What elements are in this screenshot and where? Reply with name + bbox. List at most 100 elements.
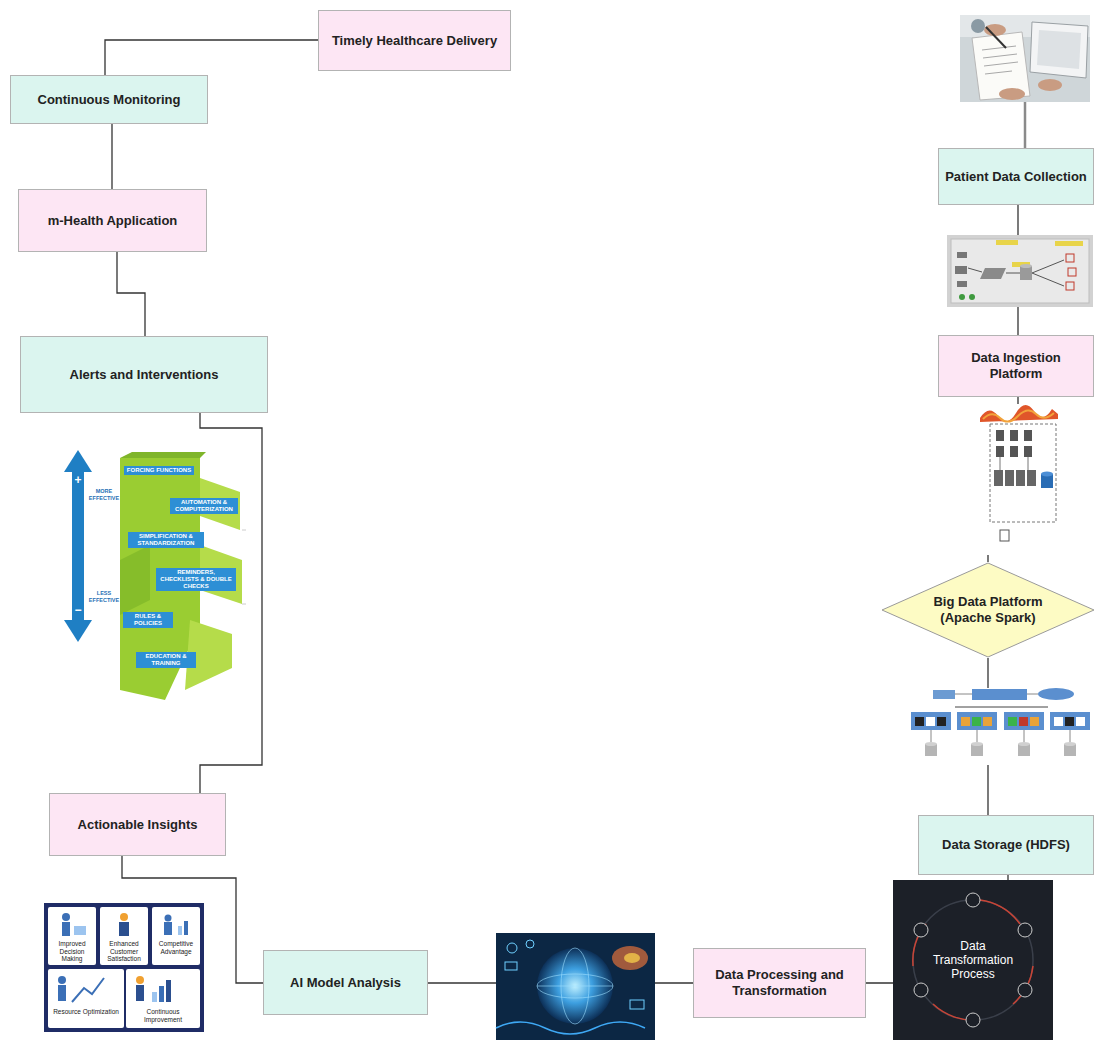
pipeline-picture-part bbox=[1068, 268, 1076, 276]
picture-label: Enhanced Customer Satisfaction bbox=[102, 940, 146, 963]
cluster-picture-part bbox=[937, 717, 946, 726]
cluster-picture bbox=[905, 688, 1093, 765]
transformation-picture-part bbox=[1018, 923, 1032, 937]
streaming-picture-part bbox=[1010, 430, 1018, 441]
hierarchy-picture-part bbox=[64, 620, 92, 642]
pipeline-picture-part bbox=[1020, 266, 1032, 280]
benefits-picture-part bbox=[166, 980, 171, 1002]
picture-label: Continuous Improvement bbox=[128, 1008, 198, 1023]
transformation-picture-part bbox=[966, 893, 980, 907]
diamond-shape bbox=[882, 563, 1094, 657]
node-label: Alerts and Interventions bbox=[70, 367, 219, 383]
process-box: Timely Healthcare Delivery bbox=[318, 10, 511, 71]
process-box: Patient Data Collection bbox=[938, 148, 1094, 205]
ai-picture-part bbox=[630, 1000, 644, 1009]
picture-label: RULES & POLICIES bbox=[123, 612, 173, 628]
desk-photo-part bbox=[1037, 30, 1081, 69]
process-box: Data Processing and Transformation bbox=[693, 948, 866, 1018]
transformation-picture-part bbox=[914, 923, 928, 937]
pipeline-picture-part bbox=[1032, 273, 1064, 286]
benefits-picture-part bbox=[136, 976, 144, 984]
benefits-picture-part bbox=[62, 913, 70, 921]
process-box: m-Health Application bbox=[18, 189, 207, 252]
ai-picture-part bbox=[612, 946, 648, 970]
streaming-picture-part bbox=[1024, 430, 1032, 441]
cluster-picture-part bbox=[1076, 717, 1085, 726]
picture-label: Competitive Advantage bbox=[154, 940, 198, 955]
picture-label: Resource Optimization bbox=[50, 1008, 122, 1016]
cluster-picture-part bbox=[1008, 717, 1017, 726]
node-label: Data Storage (HDFS) bbox=[942, 837, 1070, 853]
streaming-picture-part bbox=[1027, 470, 1036, 486]
node-label: m-Health Application bbox=[48, 213, 178, 229]
cluster-picture-part bbox=[955, 707, 1048, 708]
pipeline-picture-part bbox=[947, 235, 1093, 307]
cluster-picture-part bbox=[977, 730, 978, 742]
cluster-picture-part bbox=[1054, 717, 1063, 726]
desk-photo-part bbox=[984, 24, 1006, 36]
cluster-picture-part bbox=[971, 742, 983, 746]
streaming-picture-part bbox=[1005, 470, 1014, 486]
streaming-picture-part bbox=[1024, 446, 1032, 457]
streaming-picture bbox=[977, 404, 1060, 555]
picture-label: EDUCATION & TRAINING bbox=[136, 652, 196, 668]
cluster-picture-part bbox=[931, 730, 932, 742]
pipeline-picture-part bbox=[1066, 282, 1074, 290]
hierarchy-picture-part bbox=[242, 530, 246, 531]
benefits-picture-part bbox=[48, 969, 124, 1028]
transformation-picture-part bbox=[914, 983, 928, 997]
pipeline-picture-part bbox=[996, 240, 1018, 245]
node-label: Continuous Monitoring bbox=[38, 92, 181, 108]
benefits-picture bbox=[44, 903, 204, 1032]
cluster-picture-part bbox=[1030, 717, 1039, 726]
pipeline-picture-part bbox=[969, 294, 975, 300]
benefits-picture-part bbox=[184, 921, 188, 935]
desk-photo-part bbox=[984, 62, 1018, 66]
hierarchy-picture-part bbox=[120, 545, 150, 615]
ai-picture-part bbox=[507, 943, 517, 953]
picture-label: REMINDERS, CHECKLISTS & DOUBLE CHECKS bbox=[156, 568, 236, 591]
node-label: Timely Healthcare Delivery bbox=[332, 33, 497, 49]
node-label: Actionable Insights bbox=[78, 817, 198, 833]
ai-picture-part bbox=[624, 953, 640, 963]
cluster-picture-part bbox=[1038, 688, 1074, 700]
node-label: Big Data Platform (Apache Spark) bbox=[928, 594, 1048, 626]
benefits-picture-part bbox=[100, 907, 148, 965]
pipeline-picture-part bbox=[959, 294, 965, 300]
cluster-picture-part bbox=[961, 717, 970, 726]
picture-label: Improved Decision Making bbox=[50, 940, 94, 963]
pipeline-picture-part bbox=[951, 239, 1089, 303]
streaming-picture-part bbox=[990, 424, 1056, 522]
picture-label: + bbox=[72, 474, 84, 486]
hierarchy-picture-part bbox=[242, 604, 246, 605]
benefits-picture-part bbox=[164, 922, 172, 935]
ai-picture-part bbox=[537, 974, 613, 998]
pipeline-picture bbox=[947, 235, 1093, 307]
pipeline-picture-part bbox=[1055, 241, 1083, 246]
transformation-picture-part bbox=[893, 880, 1053, 1040]
pipeline-picture-part bbox=[968, 268, 982, 272]
streaming-picture-part bbox=[983, 410, 1054, 421]
cluster-picture-part bbox=[955, 694, 972, 695]
cluster-picture-part bbox=[905, 688, 1093, 765]
benefits-picture-part bbox=[152, 992, 157, 1002]
decision-diamond: Big Data Platform (Apache Spark) bbox=[881, 562, 1095, 658]
cluster-picture-part bbox=[1018, 742, 1030, 746]
cluster-picture-part bbox=[926, 717, 935, 726]
cluster-picture-part bbox=[1070, 730, 1071, 742]
cluster-picture-part bbox=[1050, 712, 1090, 730]
pipeline-picture-part bbox=[1006, 273, 1020, 274]
cluster-picture-part bbox=[1024, 730, 1025, 742]
cluster-picture-part bbox=[983, 717, 992, 726]
streaming-picture-part bbox=[1000, 457, 1001, 470]
benefits-picture-part bbox=[178, 926, 182, 935]
desk-photo-part bbox=[1038, 79, 1062, 91]
pipeline-picture-part bbox=[957, 281, 967, 287]
desk-photo-part bbox=[983, 54, 1017, 58]
picture-label: MORE EFFECTIVE bbox=[88, 488, 120, 501]
streaming-picture-part bbox=[996, 430, 1004, 441]
ai-picture-part bbox=[526, 940, 534, 948]
streaming-picture-part bbox=[1010, 446, 1018, 457]
ai-picture-part bbox=[537, 948, 613, 1024]
